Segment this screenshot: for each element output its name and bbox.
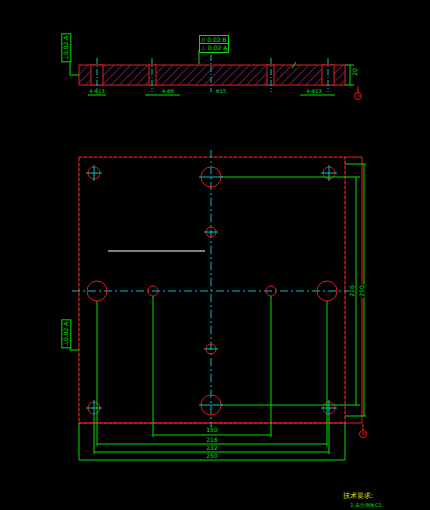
- dimension-text: 4-Φ13: [88, 89, 105, 94]
- dimension-text: 216: [349, 284, 355, 297]
- section-view: [70, 50, 362, 100]
- dimension-text: 4-Φ13: [305, 89, 322, 94]
- dimension-text: 216: [205, 437, 218, 443]
- dimension-text: A: [356, 94, 361, 98]
- dimension-text: 232: [205, 445, 218, 451]
- dimension-text: 250: [205, 453, 218, 459]
- tolerance-frame: ⊥0.02 A: [61, 34, 71, 63]
- dimension-text: 20: [352, 67, 358, 77]
- dimension-text: Φ15: [215, 89, 227, 94]
- note-text: 1.未注倒角C1: [349, 503, 382, 508]
- dimension-text: 4-Φ8: [161, 89, 175, 94]
- tolerance-frame: ⊥0.02 A: [61, 320, 71, 349]
- dimension-text: B: [361, 432, 366, 436]
- tolerance-frame: ⊥ 0.02 A: [199, 43, 230, 53]
- dimension-text: 150: [205, 427, 218, 433]
- note-text: 技术要求:: [342, 493, 374, 500]
- plan-view: [70, 150, 367, 460]
- dimension-text: 250: [359, 284, 365, 297]
